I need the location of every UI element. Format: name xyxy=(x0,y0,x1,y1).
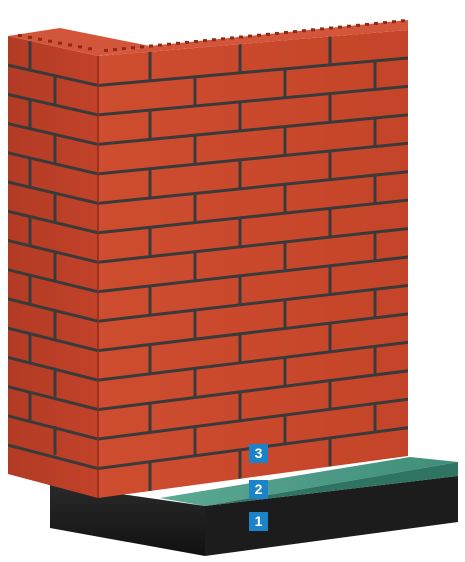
left-wall-face xyxy=(0,20,110,510)
callout-3: 3 xyxy=(249,444,268,463)
callout-1: 1 xyxy=(249,512,268,531)
callout-2: 2 xyxy=(249,480,268,499)
right-wall-face xyxy=(90,20,420,510)
